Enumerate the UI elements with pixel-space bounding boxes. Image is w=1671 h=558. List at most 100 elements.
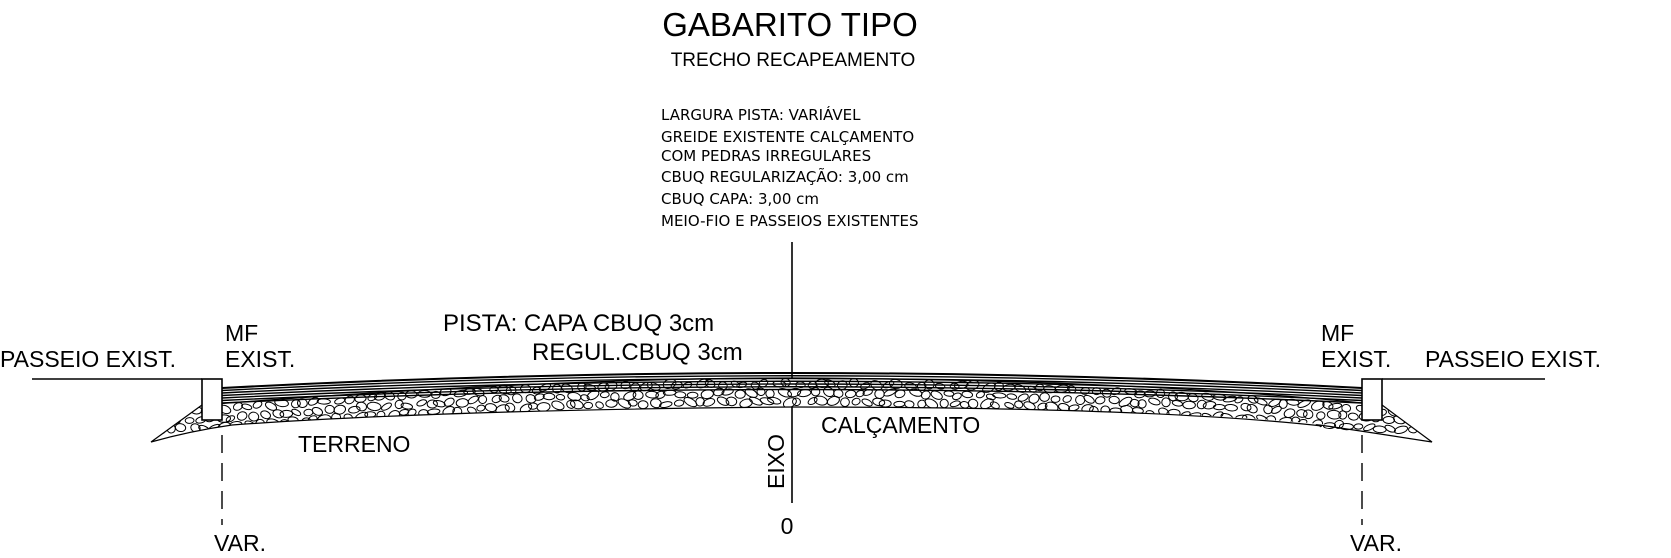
paving-stone — [872, 397, 886, 407]
paving-stone — [373, 391, 386, 401]
paving-stone — [1161, 397, 1171, 408]
paving-stone — [861, 398, 873, 407]
paving-stone — [951, 392, 962, 401]
paving-stone — [1240, 402, 1252, 412]
paving-stone — [555, 393, 566, 401]
paving-stone — [1316, 411, 1326, 420]
paving-stone — [949, 400, 961, 408]
paving-stone — [683, 397, 698, 408]
eixo-label: EIXO — [763, 434, 789, 489]
paving-stone — [949, 382, 960, 390]
paving-stone — [1353, 423, 1364, 430]
paving-stone — [1075, 394, 1086, 406]
paving-stone — [155, 426, 166, 435]
paving-stone — [782, 397, 797, 409]
mf-left-label-2: EXIST. — [225, 346, 295, 372]
paving-stone — [151, 407, 155, 415]
paving-stone — [975, 391, 985, 399]
paving-stone — [467, 395, 479, 405]
subtitle: TRECHO RECAPEAMENTO — [671, 50, 916, 71]
paving-stone — [1384, 424, 1396, 433]
paving-stone — [739, 398, 753, 409]
paving-stone — [248, 411, 260, 422]
paving-stone — [551, 400, 565, 411]
paving-stone — [627, 399, 638, 407]
paving-stone — [989, 401, 1000, 410]
curb-left — [201, 378, 223, 421]
paving-stone — [1137, 399, 1147, 409]
paving-stone — [1129, 398, 1140, 408]
paving-stone — [348, 405, 361, 414]
paving-stone — [151, 414, 163, 423]
mf-right-label-2: EXIST. — [1321, 346, 1391, 372]
paving-stone — [1017, 393, 1029, 402]
paving-stone — [646, 381, 661, 391]
paving-stone — [840, 397, 850, 408]
paving-stone — [610, 392, 620, 402]
curb-right — [1361, 378, 1383, 421]
paving-stone — [1303, 409, 1314, 420]
paving-stone — [381, 402, 392, 411]
paving-stone — [1347, 412, 1359, 421]
paving-stone — [154, 407, 165, 416]
paving-stone — [924, 398, 939, 410]
paving-stone — [1224, 403, 1238, 412]
paving-stone — [1326, 409, 1342, 420]
notes-block: LARGURA PISTA: VARIÁVEL GREIDE EXISTENTE… — [661, 105, 918, 230]
paving-stone — [1416, 406, 1431, 417]
paving-stone — [1246, 403, 1258, 414]
paving-stone — [533, 393, 545, 401]
paving-stone — [225, 415, 236, 423]
paving-stone — [1050, 395, 1061, 403]
mf-left-label-1: MF — [225, 320, 258, 346]
paving-stone — [400, 402, 414, 410]
paving-stone — [1083, 394, 1095, 404]
paving-stone — [491, 394, 502, 404]
paving-stone — [748, 396, 763, 406]
paving-stone — [967, 398, 979, 409]
paving-stone — [1394, 406, 1409, 416]
paving-stone — [151, 426, 156, 433]
paving-stone — [650, 398, 662, 409]
paving-stone — [655, 390, 666, 399]
paving-stone — [1037, 402, 1048, 411]
paving-stone — [1296, 409, 1308, 418]
paving-stone — [1202, 401, 1217, 410]
paving-stone — [767, 396, 782, 405]
paving-stone — [157, 413, 172, 425]
paving-stone — [472, 388, 485, 397]
note-width: LARGURA PISTA: VARIÁVEL — [661, 105, 861, 124]
title: GABARITO TIPO — [662, 6, 918, 43]
paving-stone — [1393, 425, 1409, 434]
paving-stone — [980, 398, 994, 410]
paving-stone — [826, 395, 840, 406]
paving-stone — [272, 409, 285, 419]
paving-stone — [1094, 396, 1106, 405]
asphalt-layers — [221, 372, 1363, 404]
paving-stone — [260, 410, 271, 420]
paving-stone — [1148, 397, 1161, 406]
calcamento-label: CALÇAMENTO — [821, 412, 980, 438]
paving-stone — [538, 383, 552, 392]
paving-stone — [1062, 395, 1072, 403]
paving-stone — [291, 408, 302, 417]
paving-stone — [416, 399, 428, 407]
paving-stone — [756, 387, 766, 397]
paving-stone — [1028, 393, 1040, 404]
paving-stone — [1322, 422, 1337, 430]
paving-stone — [1434, 406, 1445, 415]
paving-stone — [236, 411, 248, 421]
paving-stone — [605, 399, 618, 408]
paving-stone — [992, 392, 1007, 399]
paving-stone — [599, 391, 610, 399]
paving-stone — [674, 391, 687, 399]
paving-stone — [504, 402, 516, 413]
note-stones: COM PEDRAS IRREGULARES — [661, 147, 871, 165]
paving-stone — [1004, 402, 1015, 409]
paving-stone — [1182, 400, 1196, 410]
paving-stone — [1409, 406, 1420, 414]
paving-stone — [939, 398, 949, 409]
paving-stone — [725, 396, 738, 407]
paving-stone — [1014, 400, 1024, 409]
